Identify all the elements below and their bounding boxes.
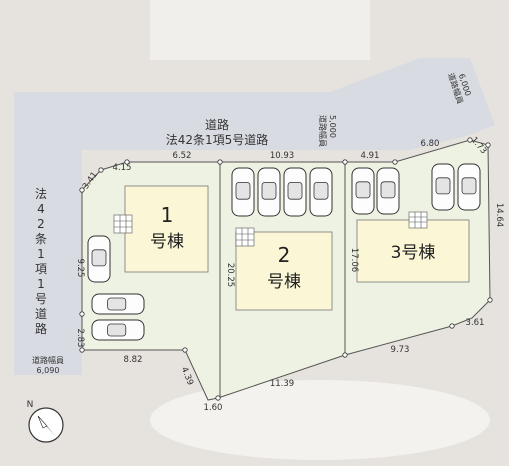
boundary-point <box>467 137 473 143</box>
dim-8-82: 8.82 <box>124 355 143 365</box>
car-icon <box>91 319 145 341</box>
dim-1-60: 1.60 <box>204 403 223 413</box>
top-road-width: 道路幅員 5,000 <box>318 115 337 147</box>
car-icon <box>376 167 400 215</box>
left-road-width-value: 6,090 <box>37 366 60 375</box>
house-2-name: 号棟 <box>267 272 301 292</box>
parking-cars <box>87 163 481 341</box>
dim-9-25: 9.25 <box>75 259 85 278</box>
dim-4-15: 4.15 <box>113 163 132 173</box>
top-road <box>82 58 495 150</box>
background-floor-highlight <box>150 380 490 460</box>
entrance-grid-1 <box>113 214 133 234</box>
boundary-point <box>215 395 221 401</box>
house-2-number: 2 <box>278 243 291 267</box>
boundary-point <box>449 323 455 329</box>
entrance-grid-3 <box>408 211 428 229</box>
boundary-point <box>79 311 85 317</box>
car-icon <box>283 167 307 217</box>
house-3-footprint <box>356 219 470 283</box>
car-icon <box>309 167 333 217</box>
boundary-point <box>487 297 493 303</box>
boundary-point <box>392 159 398 165</box>
dim-6-52: 6.52 <box>173 151 192 161</box>
house-1-name: 号棟 <box>150 232 184 252</box>
boundary-point <box>124 159 130 165</box>
house-1-footprint <box>124 185 209 273</box>
dim-4-91: 4.91 <box>361 151 380 161</box>
left-road <box>14 92 82 352</box>
car-icon <box>351 167 375 215</box>
background-window <box>150 0 370 60</box>
house-3-label: 3号棟 <box>391 243 436 263</box>
boundary-points <box>79 137 493 401</box>
dim-10-93: 10.93 <box>270 151 294 161</box>
car-icon <box>257 167 281 217</box>
top-road-width-label: 道路幅員 <box>318 115 328 147</box>
boundary-point <box>342 159 348 165</box>
dim-20-25: 20.25 <box>225 263 235 287</box>
boundary-point <box>217 159 223 165</box>
compass-north-label: N <box>27 400 34 410</box>
compass: N <box>27 400 64 443</box>
dim-3-61: 3.61 <box>466 318 485 328</box>
boundary-point <box>485 142 491 148</box>
dim-14-64: 14.64 <box>494 203 504 227</box>
boundary-point <box>79 347 85 353</box>
left-road-width-label: 道路幅員 <box>32 355 64 365</box>
car-icon <box>231 167 255 217</box>
car-icon <box>87 235 111 283</box>
dim-17-06: 17.06 <box>349 248 359 272</box>
house-1-number: 1 <box>161 203 174 227</box>
car-icon <box>91 293 145 315</box>
boundary-point <box>182 347 188 353</box>
car-icon <box>457 163 481 211</box>
dim-11-39: 11.39 <box>270 379 294 389</box>
boundary-point <box>79 187 85 193</box>
car-icon <box>431 163 455 211</box>
top-road-label-2: 法42条1項5号道路 <box>166 132 269 147</box>
boundary-point <box>98 167 104 173</box>
top-road-width-value: 5,000 <box>328 115 337 138</box>
dim-6-80: 6.80 <box>421 139 440 149</box>
dim-2-83: 2.83 <box>75 329 85 348</box>
left-road-width <box>14 352 82 375</box>
top-road-label-1: 道路 <box>205 117 229 132</box>
dim-9-73: 9.73 <box>391 345 410 355</box>
entrance-grid-2 <box>235 227 255 247</box>
boundary-point <box>342 352 348 358</box>
